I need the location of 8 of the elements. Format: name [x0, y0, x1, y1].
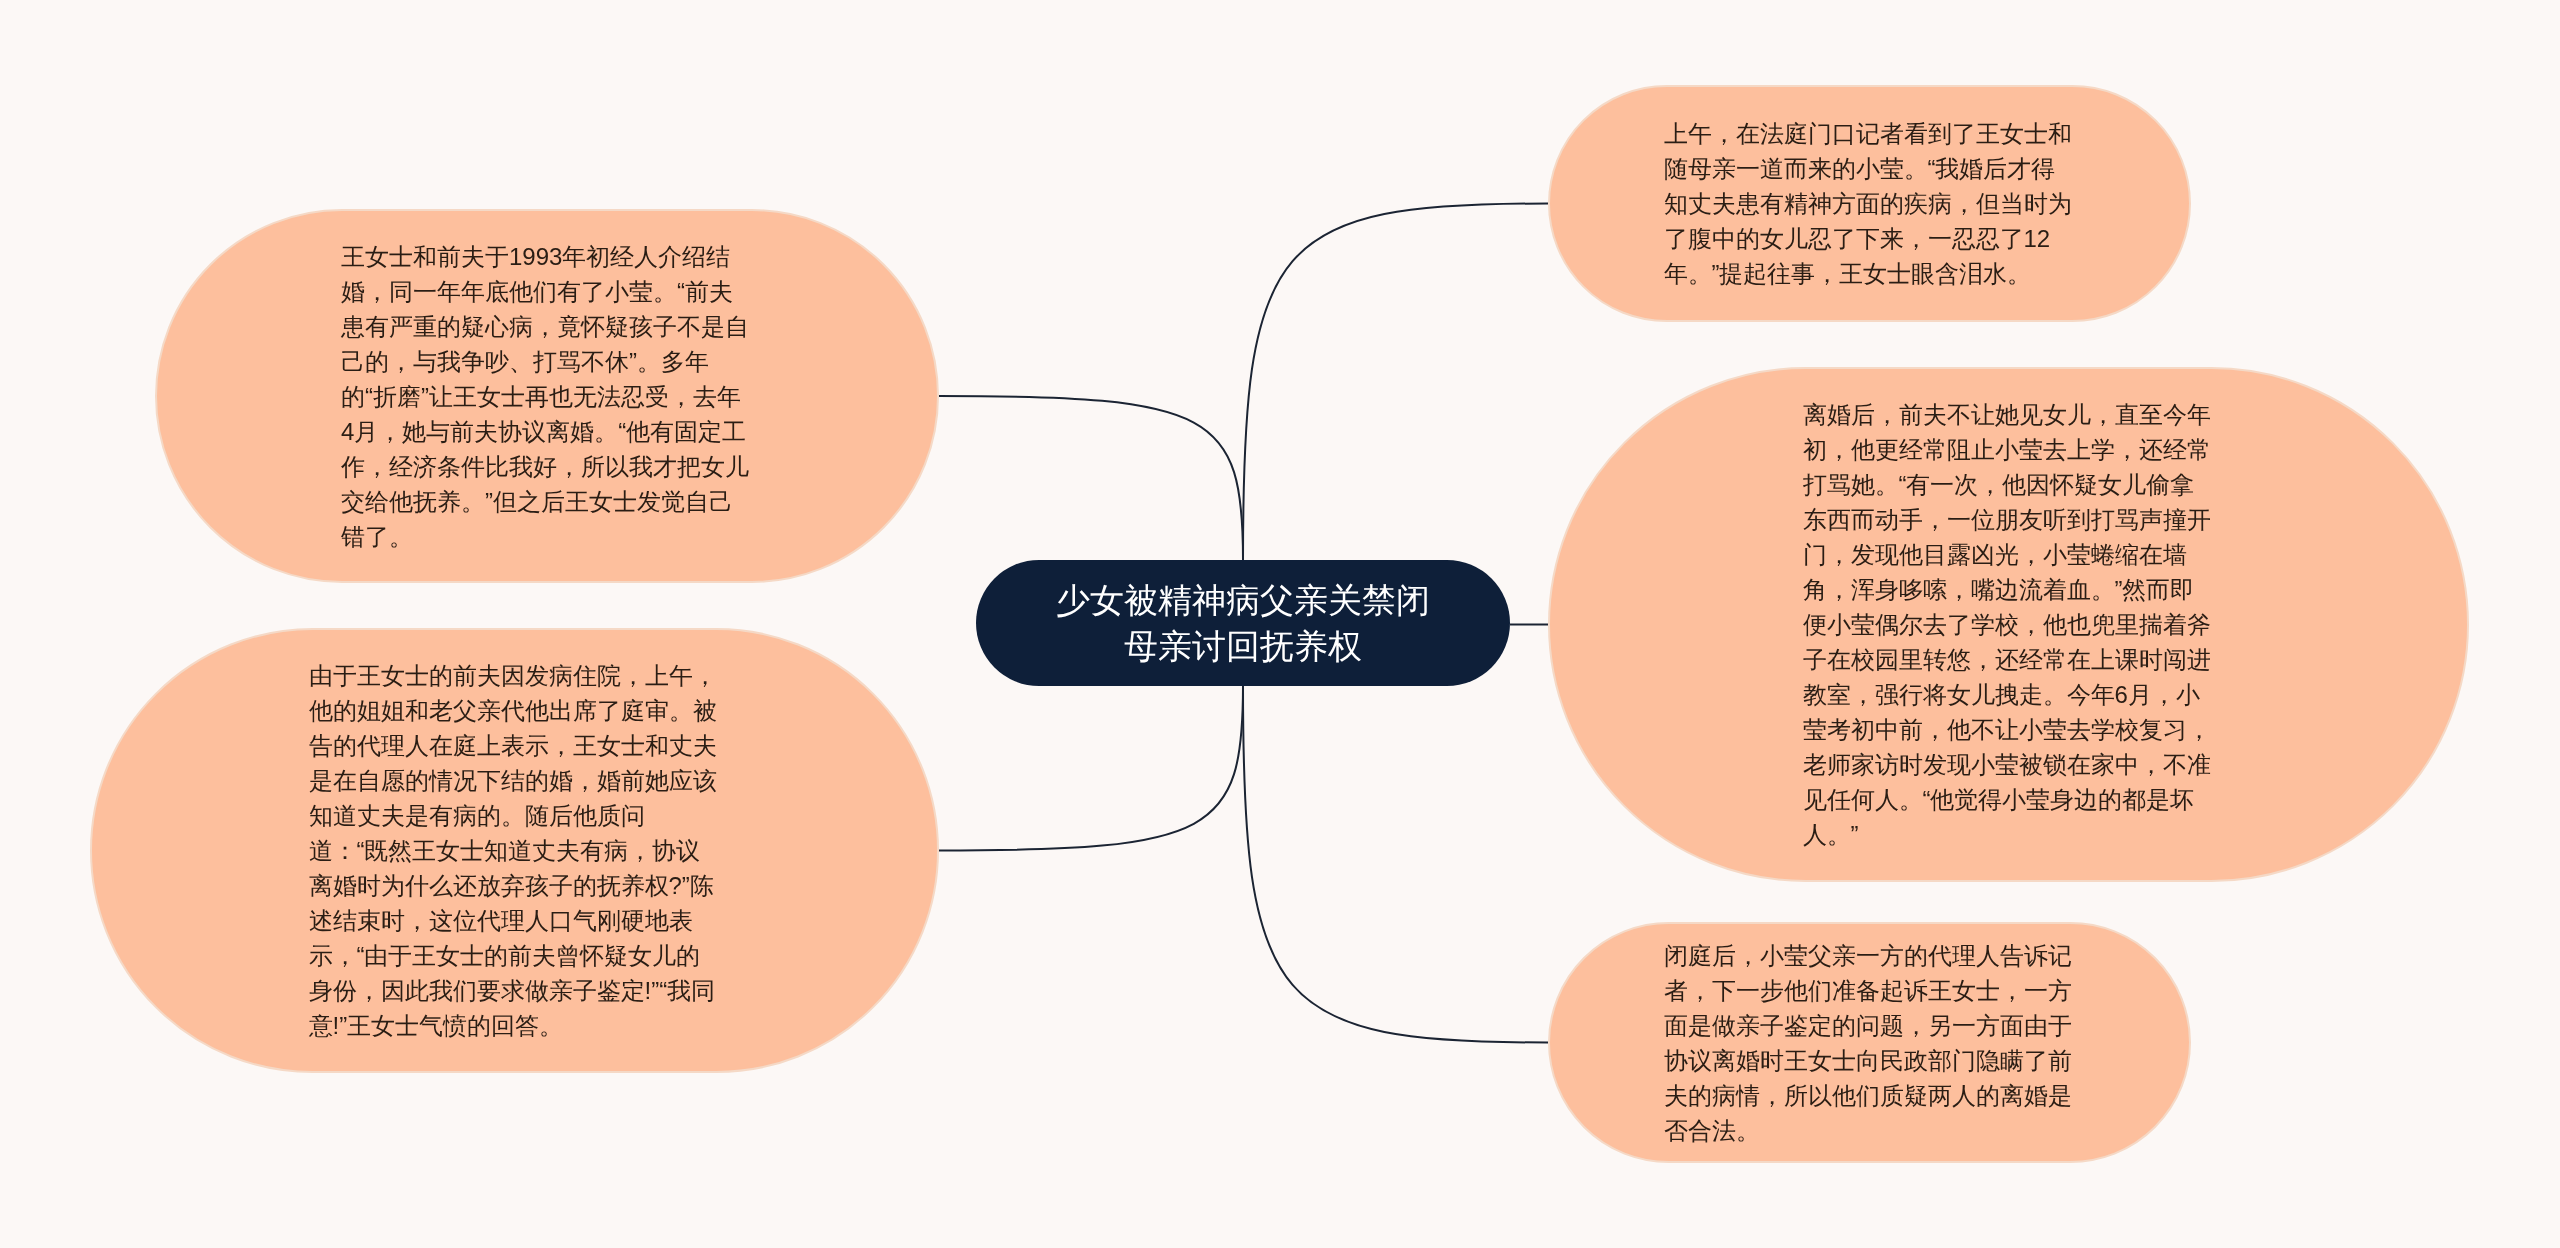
text-pill: 王女士和前夫于1993年初经人介绍结婚，同一年年底他们有了小莹。“前夫患有严重的疑心病，竟怀疑孩子不是自己的，与我争吵、打骂不休”。多年的“折磨”让王女士再也无法忍受，去年4月，她与前夫协议离婚。“他有固定工作，经济条件比我好，所以我才把女儿交给他抚养。”但之后王女士发觉自己错了。 [155, 209, 939, 583]
text-pill: 由于王女士的前夫因发病住院，上午，他的姐姐和老父亲代他出席了庭审。被告的代理人在庭上表示，王女士和丈夫是在自愿的情况下结的婚，婚前她应该知道丈夫是有病的。随后他质问道：“既然王女士知道丈夫有病，协议离婚时为什么还放弃孩子的抚养权?”陈述结束时，这位代理人口气刚硬地表示，“由于王女士的前夫曾怀疑女儿的身份，因此我们要求做亲子鉴定!”“我同意!”王女士气愤的回答。 [90, 628, 939, 1073]
connector-line [1509, 623, 1549, 626]
text-pill: 上午，在法庭门口记者看到了王女士和随母亲一道而来的小莹。“我婚后才得知丈夫患有精神方面的疾病，但当时为了腹中的女儿忍了下来，一忍忍了12年。”提起往事，王女士眼含泪水。 [1548, 85, 2191, 322]
connector-line [1242, 202, 1549, 561]
topic-pill: 少女被精神病父亲关禁闭母亲讨回抚养权 [976, 560, 1510, 686]
text-pill: 闭庭后，小莹父亲一方的代理人告诉记者，下一步他们准备起诉王女士，一方面是做亲子鉴定的问题，另一方面由于协议离婚时王女士向民政部门隐瞒了前夫的病情，所以他们质疑两人的离婚是否合法。 [1548, 922, 2191, 1163]
text-pill: 离婚后，前夫不让她见女儿，直至今年初，他更经常阻止小莹去上学，还经常打骂她。“有一次，他因怀疑女儿偷拿东西而动手，一位朋友听到打骂声撞开门，发现他目露凶光，小莹蜷缩在墙角，浑身哆嗦，嘴边流着血。”然而即便小莹偶尔去了学校，他也兜里揣着斧子在校园里转悠，还经常在上课时闯进教室，强行将女儿拽走。今年6月，小莹考初中前，他不让小莹去学校复习，老师家访时发现小莹被锁在家中，不准见任何人。“他觉得小莹身边的都是坏人。” [1548, 367, 2469, 882]
